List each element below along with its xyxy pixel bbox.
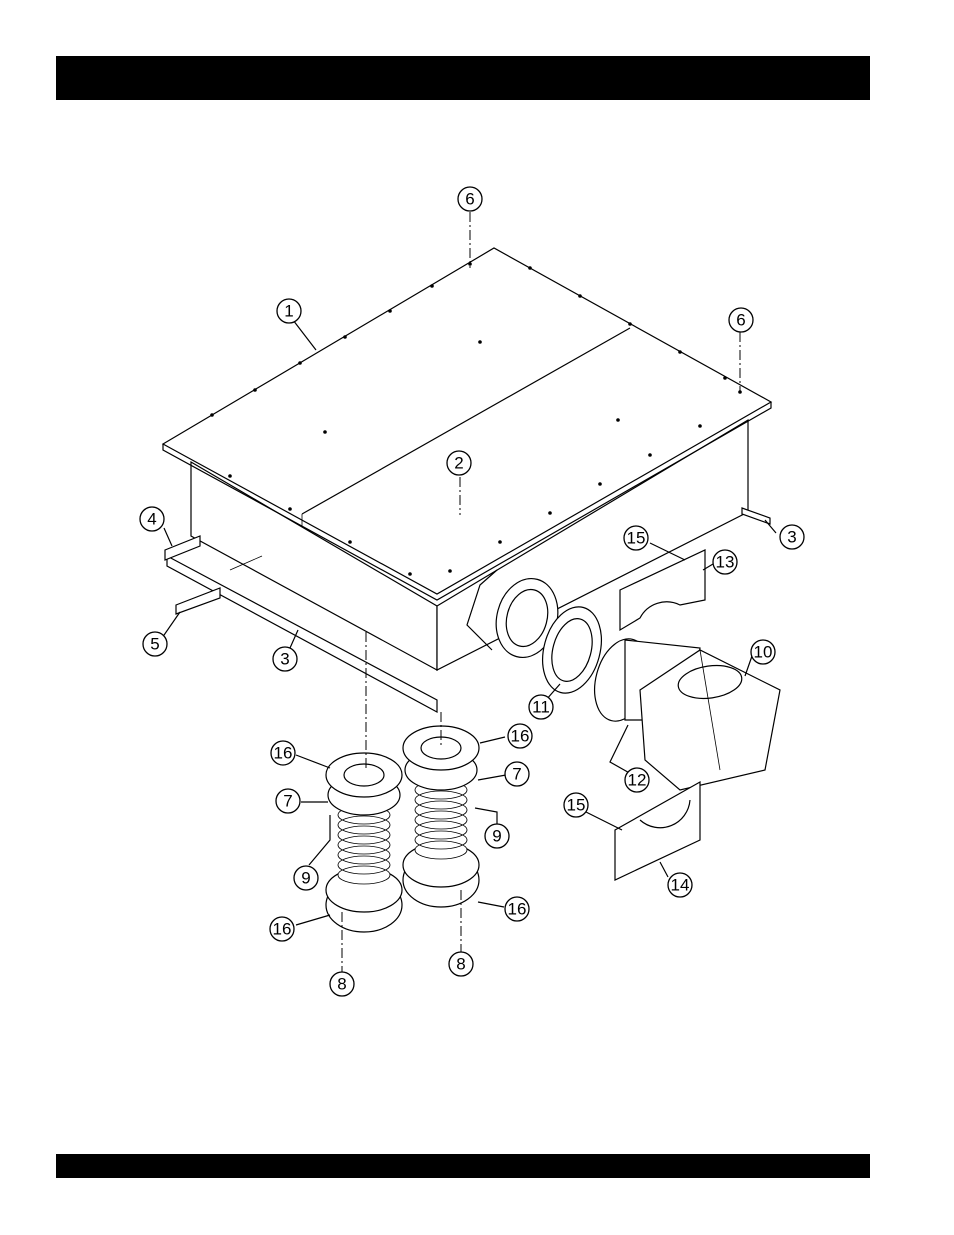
callout-6-right: 6 (729, 308, 753, 332)
housing-box (163, 248, 771, 712)
callout-3-right: 3 (780, 525, 804, 549)
callout-label: 3 (280, 650, 289, 669)
callout-label: 2 (454, 454, 463, 473)
exhaust-hood (586, 633, 780, 790)
callout-label: 16 (511, 727, 530, 746)
bellows-left (326, 753, 402, 932)
callout-label: 16 (274, 744, 293, 763)
callout-label: 15 (567, 796, 586, 815)
callout-label: 6 (736, 311, 745, 330)
callout-9-left: 9 (294, 866, 318, 890)
callout-label: 6 (465, 190, 474, 209)
callout-label: 8 (337, 975, 346, 994)
callout-label: 4 (147, 510, 156, 529)
callout-label: 5 (150, 635, 159, 654)
callout-label: 7 (283, 792, 292, 811)
callout-1: 1 (277, 299, 301, 323)
callout-5: 5 (143, 632, 167, 656)
callout-16-right-bottom: 16 (505, 897, 529, 921)
callout-8-left: 8 (330, 972, 354, 996)
callout-7-right: 7 (505, 762, 529, 786)
callout-7-left: 7 (276, 789, 300, 813)
callout-15-upper: 15 (624, 526, 648, 550)
callout-8-right: 8 (449, 952, 473, 976)
callout-16-right-top: 16 (508, 724, 532, 748)
callout-label: 13 (716, 553, 735, 572)
callout-11: 11 (529, 695, 553, 719)
callout-label: 11 (532, 698, 550, 717)
callout-16-left-bottom: 16 (270, 917, 294, 941)
callout-label: 1 (284, 302, 293, 321)
callout-label: 16 (508, 900, 527, 919)
bellows-right (403, 726, 479, 907)
callout-14: 14 (668, 873, 692, 897)
callout-label: 12 (628, 771, 647, 790)
callout-15-lower: 15 (564, 793, 588, 817)
callout-label: 16 (273, 920, 292, 939)
callout-6-top: 6 (458, 187, 482, 211)
callout-4: 4 (140, 507, 164, 531)
callout-label: 8 (456, 955, 465, 974)
callout-label: 10 (754, 643, 773, 662)
callout-3-front: 3 (273, 647, 297, 671)
callout-13: 13 (713, 550, 737, 574)
half-plate-lower (615, 782, 700, 880)
callout-label: 9 (492, 827, 501, 846)
callout-12: 12 (625, 768, 649, 792)
callout-2: 2 (447, 451, 471, 475)
callout-label: 14 (671, 876, 690, 895)
callout-16-left-top: 16 (271, 741, 295, 765)
callout-10: 10 (751, 640, 775, 664)
callout-label: 7 (512, 765, 521, 784)
callout-label: 3 (787, 528, 796, 547)
callout-label: 15 (627, 529, 646, 548)
callout-9-right: 9 (485, 824, 509, 848)
callout-label: 9 (301, 869, 310, 888)
